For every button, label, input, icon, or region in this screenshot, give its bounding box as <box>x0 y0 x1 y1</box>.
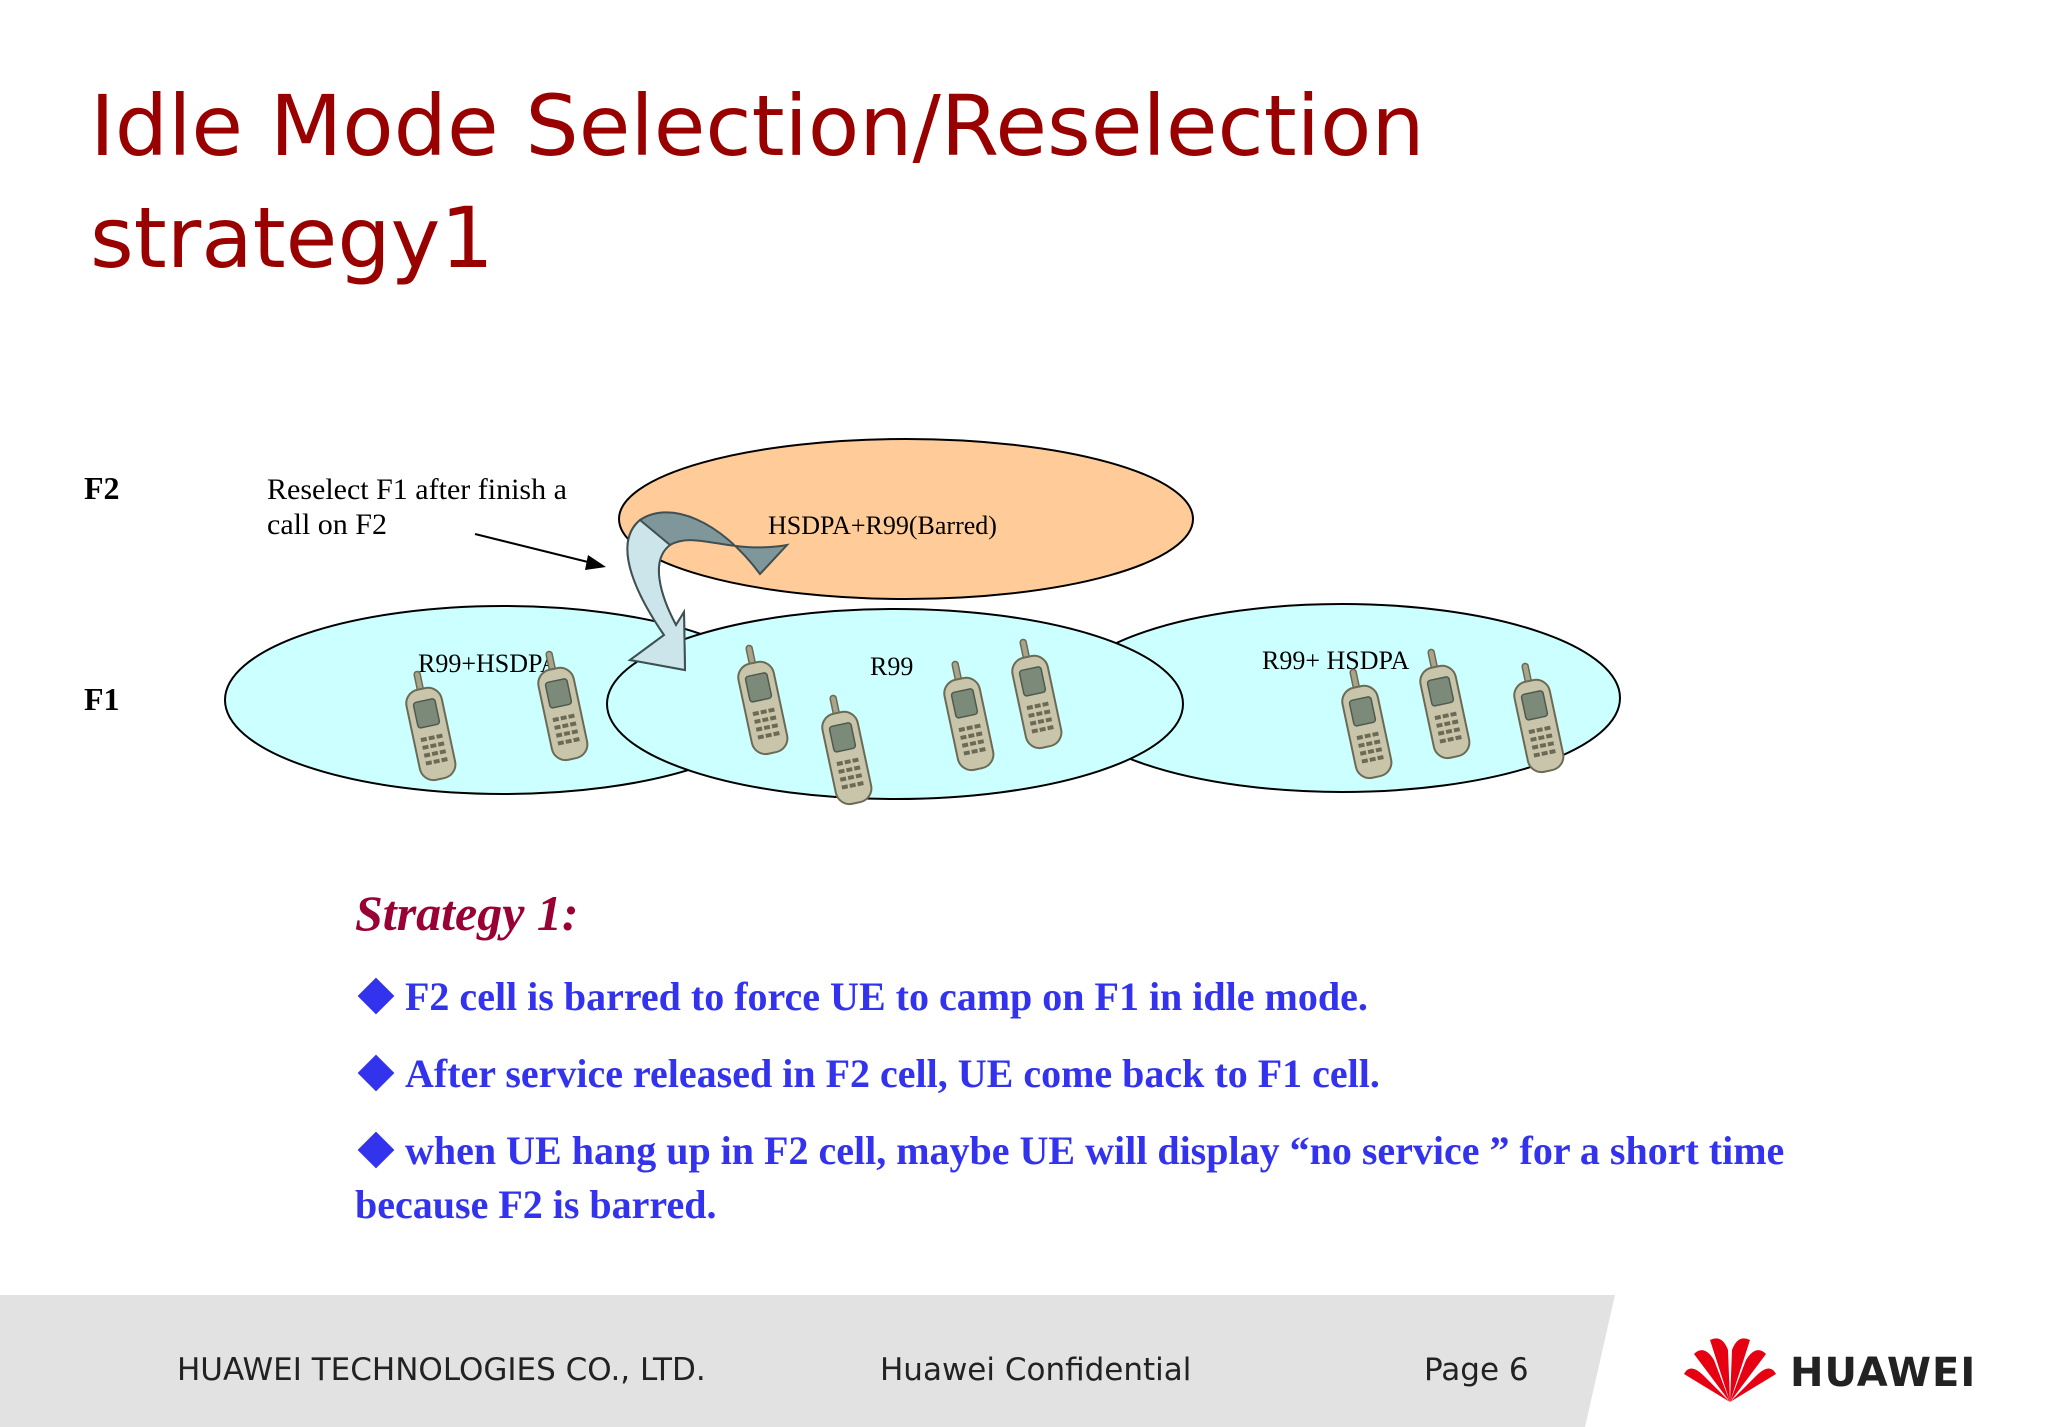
cell-layer-diagram: F2 F1 Reselect F1 after finish a call on… <box>84 438 1621 808</box>
reselect-curved-arrow-icon <box>626 511 790 672</box>
diamond-bullet-icon <box>357 977 395 1015</box>
slide-title: Idle Mode Selection/Reselection strategy… <box>90 70 1790 294</box>
strategy-bullet-list: F2 cell is barred to force UE to camp on… <box>355 970 1815 1255</box>
footer-logo-panel <box>1585 1295 2048 1427</box>
strategy-bullet: After service released in F2 cell, UE co… <box>355 1047 1815 1101</box>
reselect-annotation-line1: Reselect F1 after finish a <box>267 473 567 506</box>
f1-cell-center: R99 <box>606 608 1184 800</box>
footer-company: HUAWEI TECHNOLOGIES CO., LTD. <box>177 1352 706 1388</box>
strategy-bullet-text: when UE hang up in F2 cell, maybe UE wil… <box>355 1128 1785 1227</box>
diamond-bullet-icon <box>357 1054 395 1092</box>
strategy-bullet: when UE hang up in F2 cell, maybe UE wil… <box>355 1124 1815 1232</box>
f1-cell-right-label: R99+ HSDPA <box>1262 646 1410 675</box>
f2-cell-label: HSDPA+R99(Barred) <box>768 511 997 540</box>
huawei-logo-icon <box>1684 1338 1776 1402</box>
strategy-bullet-text: F2 cell is barred to force UE to camp on… <box>405 974 1368 1019</box>
annotation-arrow <box>474 533 606 570</box>
diamond-bullet-icon <box>357 1131 395 1169</box>
footer-page-number: Page 6 <box>1424 1352 1529 1388</box>
layer-label-f2: F2 <box>84 470 120 506</box>
strategy-bullet: F2 cell is barred to force UE to camp on… <box>355 970 1815 1024</box>
huawei-logo-text: HUAWEI <box>1790 1350 1977 1396</box>
f2-cell: HSDPA+R99(Barred) <box>618 438 1194 600</box>
layer-label-f1: F1 <box>84 681 120 717</box>
reselect-annotation-line2: call on F2 <box>267 508 387 541</box>
f1-cell-left-label: R99+HSDPA <box>418 649 559 678</box>
strategy-bullet-text: After service released in F2 cell, UE co… <box>405 1051 1380 1096</box>
slide-title-line1: Idle Mode Selection/Reselection <box>90 77 1425 175</box>
footer-confidential: Huawei Confidential <box>880 1352 1192 1388</box>
strategy-heading: Strategy 1: <box>355 885 579 941</box>
f1-cell-center-label: R99 <box>870 652 913 681</box>
slide-title-line2: strategy1 <box>90 189 494 287</box>
